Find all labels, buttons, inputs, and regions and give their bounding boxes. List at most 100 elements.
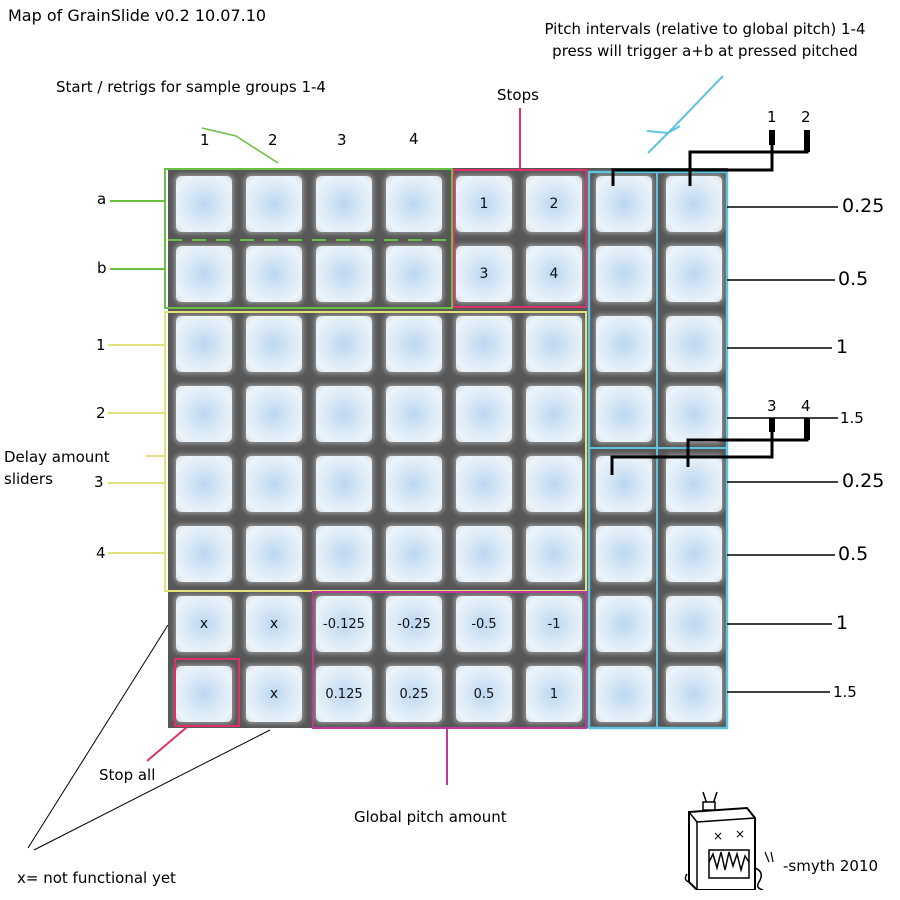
delay-slider-2-step-1[interactable] — [176, 386, 232, 442]
pitch-interval-button-3-1[interactable] — [596, 596, 652, 652]
delay-slider-1-step-3[interactable] — [316, 316, 372, 372]
stop-all-button[interactable] — [176, 666, 232, 722]
delay-slider-2-step-2[interactable] — [246, 386, 302, 442]
pitch-interval-button-2-1.5[interactable] — [666, 386, 722, 442]
global-pitch-button-neg-0.25[interactable]: -0.25 — [386, 596, 442, 652]
grid-button-a3[interactable] — [316, 176, 372, 232]
stop-button-2[interactable]: 2 — [526, 176, 582, 232]
delay-row-label-2: 2 — [96, 404, 106, 422]
interval-value-bottom-4: 1.5 — [833, 683, 857, 701]
start-retrigs-label: Start / retrigs for sample groups 1-4 — [56, 78, 326, 96]
pitch-interval-button-1-0.5[interactable] — [596, 246, 652, 302]
pitch-intervals-note: Pitch intervals (relative to global pitc… — [520, 18, 890, 62]
stop-all-pointer — [146, 726, 188, 762]
interval-value-top-2: 0.5 — [838, 268, 869, 290]
pitch-interval-button-2-0.25[interactable] — [666, 176, 722, 232]
pitch-note-line-2: press will trigger a+b at pressed pitche… — [552, 42, 858, 60]
stop-button-4[interactable]: 4 — [526, 246, 582, 302]
grid-button-b3[interactable] — [316, 246, 372, 302]
row-label-b: b — [97, 259, 107, 277]
global-pitch-button-0.125[interactable]: 0.125 — [316, 666, 372, 722]
pitch-interval-button-4-1.5[interactable] — [666, 666, 722, 722]
global-pitch-button-1[interactable]: 1 — [526, 666, 582, 722]
column-label-2: 2 — [268, 131, 278, 149]
delay-row-label-4: 4 — [96, 544, 106, 562]
delay-slider-4-step-3[interactable] — [316, 526, 372, 582]
delay-slider-3-step-1[interactable] — [176, 456, 232, 512]
pitch-interval-button-2-0.5[interactable] — [666, 246, 722, 302]
not-functional-label: x= not functional yet — [17, 869, 176, 887]
global-pitch-button-0.25[interactable]: 0.25 — [386, 666, 442, 722]
delay-slider-2-step-4[interactable] — [386, 386, 442, 442]
pitch-bracket-label-2: 2 — [801, 108, 811, 126]
start-retrigs-region — [164, 168, 453, 309]
pitch-bracket-2 — [688, 130, 809, 186]
pitch-bracket-1 — [611, 130, 774, 186]
pitch-note-pointer-branch — [647, 132, 669, 154]
delay-slider-1-step-4[interactable] — [386, 316, 442, 372]
grid-button-a4[interactable] — [386, 176, 442, 232]
delay-slider-1-step-5[interactable] — [456, 316, 512, 372]
global-pitch-button-neg-0.125[interactable]: -0.125 — [316, 596, 372, 652]
delay-slider-2-step-5[interactable] — [456, 386, 512, 442]
pitch-interval-button-4-0.25[interactable] — [666, 456, 722, 512]
stop-button-1[interactable]: 1 — [456, 176, 512, 232]
page-title: Map of GrainSlide v0.2 10.07.10 — [8, 6, 267, 25]
pitch-interval-button-1-1[interactable] — [596, 316, 652, 372]
pitch-interval-button-1-1.5[interactable] — [596, 386, 652, 442]
not-functional-pointer-1 — [27, 624, 169, 849]
row-label-a: a — [97, 190, 107, 208]
not-functional-button-3[interactable]: x — [246, 666, 302, 722]
stops-label: Stops — [497, 86, 539, 104]
pitch-interval-button-3-0.25[interactable] — [596, 456, 652, 512]
grid-button-b4[interactable] — [386, 246, 442, 302]
delay-slider-1-step-6[interactable] — [526, 316, 582, 372]
delay-amount-label: Delay amount sliders — [4, 446, 110, 490]
grid-button-a1[interactable] — [176, 176, 232, 232]
delay-slider-4-step-2[interactable] — [246, 526, 302, 582]
pitch-interval-button-2-1[interactable] — [666, 316, 722, 372]
delay-slider-3-step-2[interactable] — [246, 456, 302, 512]
stop-all-region — [174, 658, 240, 727]
pitch-interval-button-3-1.5[interactable] — [596, 666, 652, 722]
delay-row-label-3: 3 — [94, 473, 104, 491]
delay-slider-3-step-3[interactable] — [316, 456, 372, 512]
delay-slider-2-step-3[interactable] — [316, 386, 372, 442]
pitch-interval-button-4-1[interactable] — [666, 596, 722, 652]
svg-text:×: × — [713, 829, 723, 843]
stop-button-3[interactable]: 3 — [456, 246, 512, 302]
delay-slider-3-step-4[interactable] — [386, 456, 442, 512]
delay-slider-4-step-4[interactable] — [386, 526, 442, 582]
delay-slider-4-step-5[interactable] — [456, 526, 512, 582]
pitch-bracket-3 — [610, 418, 774, 475]
delay-slider-4-step-6[interactable] — [526, 526, 582, 582]
delay-slider-3-step-5[interactable] — [456, 456, 512, 512]
column-label-3: 3 — [337, 131, 347, 149]
delay-slider-1-step-2[interactable] — [246, 316, 302, 372]
global-pitch-button-0.5[interactable]: 0.5 — [456, 666, 512, 722]
pitch-bracket-label-3: 3 — [767, 397, 777, 415]
delay-slider-3-step-6[interactable] — [526, 456, 582, 512]
column-label-1: 1 — [200, 131, 210, 149]
stops-region — [453, 169, 587, 308]
pitch-bracket-label-1: 1 — [767, 108, 777, 126]
not-functional-button-1[interactable]: x — [176, 596, 232, 652]
global-pitch-button-neg-1[interactable]: -1 — [526, 596, 582, 652]
delay-slider-1-step-1[interactable] — [176, 316, 232, 372]
pitch-interval-button-1-0.25[interactable] — [596, 176, 652, 232]
not-functional-button-2[interactable]: x — [246, 596, 302, 652]
grid-button-b2[interactable] — [246, 246, 302, 302]
global-pitch-label: Global pitch amount — [354, 808, 507, 826]
pitch-interval-button-4-0.5[interactable] — [666, 526, 722, 582]
interval-value-top-1: 0.25 — [842, 195, 885, 217]
interval-value-bottom-3: 1 — [836, 612, 849, 634]
global-pitch-button-neg-0.5[interactable]: -0.5 — [456, 596, 512, 652]
delay-label-line-2: sliders — [4, 470, 53, 488]
delay-slider-4-step-1[interactable] — [176, 526, 232, 582]
pitch-interval-button-3-0.5[interactable] — [596, 526, 652, 582]
global-pitch-region — [312, 591, 587, 729]
grid-button-a2[interactable] — [246, 176, 302, 232]
delay-slider-2-step-6[interactable] — [526, 386, 582, 442]
grid-button-b1[interactable] — [176, 246, 232, 302]
